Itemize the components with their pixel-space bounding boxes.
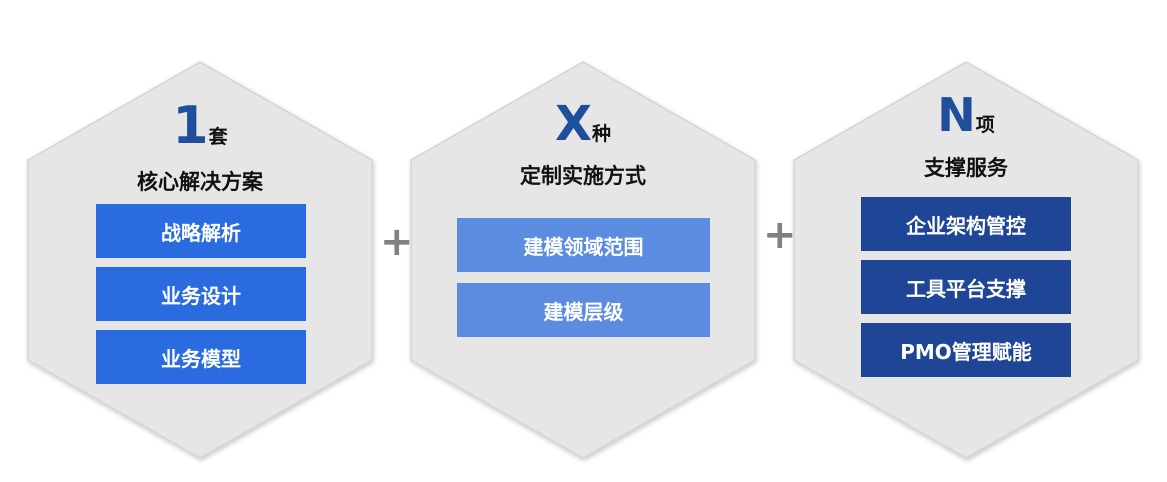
panel-2-number: X [554, 96, 592, 152]
panel-1-number: 1 [172, 96, 209, 156]
panel-1-subtitle: 核心解决方案 [137, 170, 263, 194]
panel-3-item-1: 企业架构管控 [861, 197, 1071, 251]
panel-2-subtitle: 定制实施方式 [520, 164, 646, 188]
panel-3-subtitle: 支撑服务 [924, 156, 1008, 180]
panel-2-item-2: 建模层级 [457, 283, 710, 337]
panel-3-item-3: PMO管理赋能 [861, 323, 1071, 377]
panel-2-unit: 种 [592, 123, 612, 145]
panel-3-unit: 项 [975, 114, 995, 136]
panel-3-number: N [937, 88, 976, 142]
panel-3-heading: N项 [916, 92, 1016, 138]
plus-operator-1: + [380, 219, 414, 265]
panel-1-item-1: 战略解析 [96, 204, 306, 258]
plus-operator-2: + [763, 212, 797, 258]
panel-1-item-2: 业务设计 [96, 267, 306, 321]
panel-3-item-2: 工具平台支撑 [861, 260, 1071, 314]
panel-1-item-3: 业务模型 [96, 330, 306, 384]
panel-1-heading: 1套 [160, 100, 240, 152]
panel-1-unit: 套 [208, 126, 228, 148]
panel-2-heading: X种 [533, 100, 633, 148]
panel-2-item-1: 建模领域范围 [457, 218, 710, 272]
